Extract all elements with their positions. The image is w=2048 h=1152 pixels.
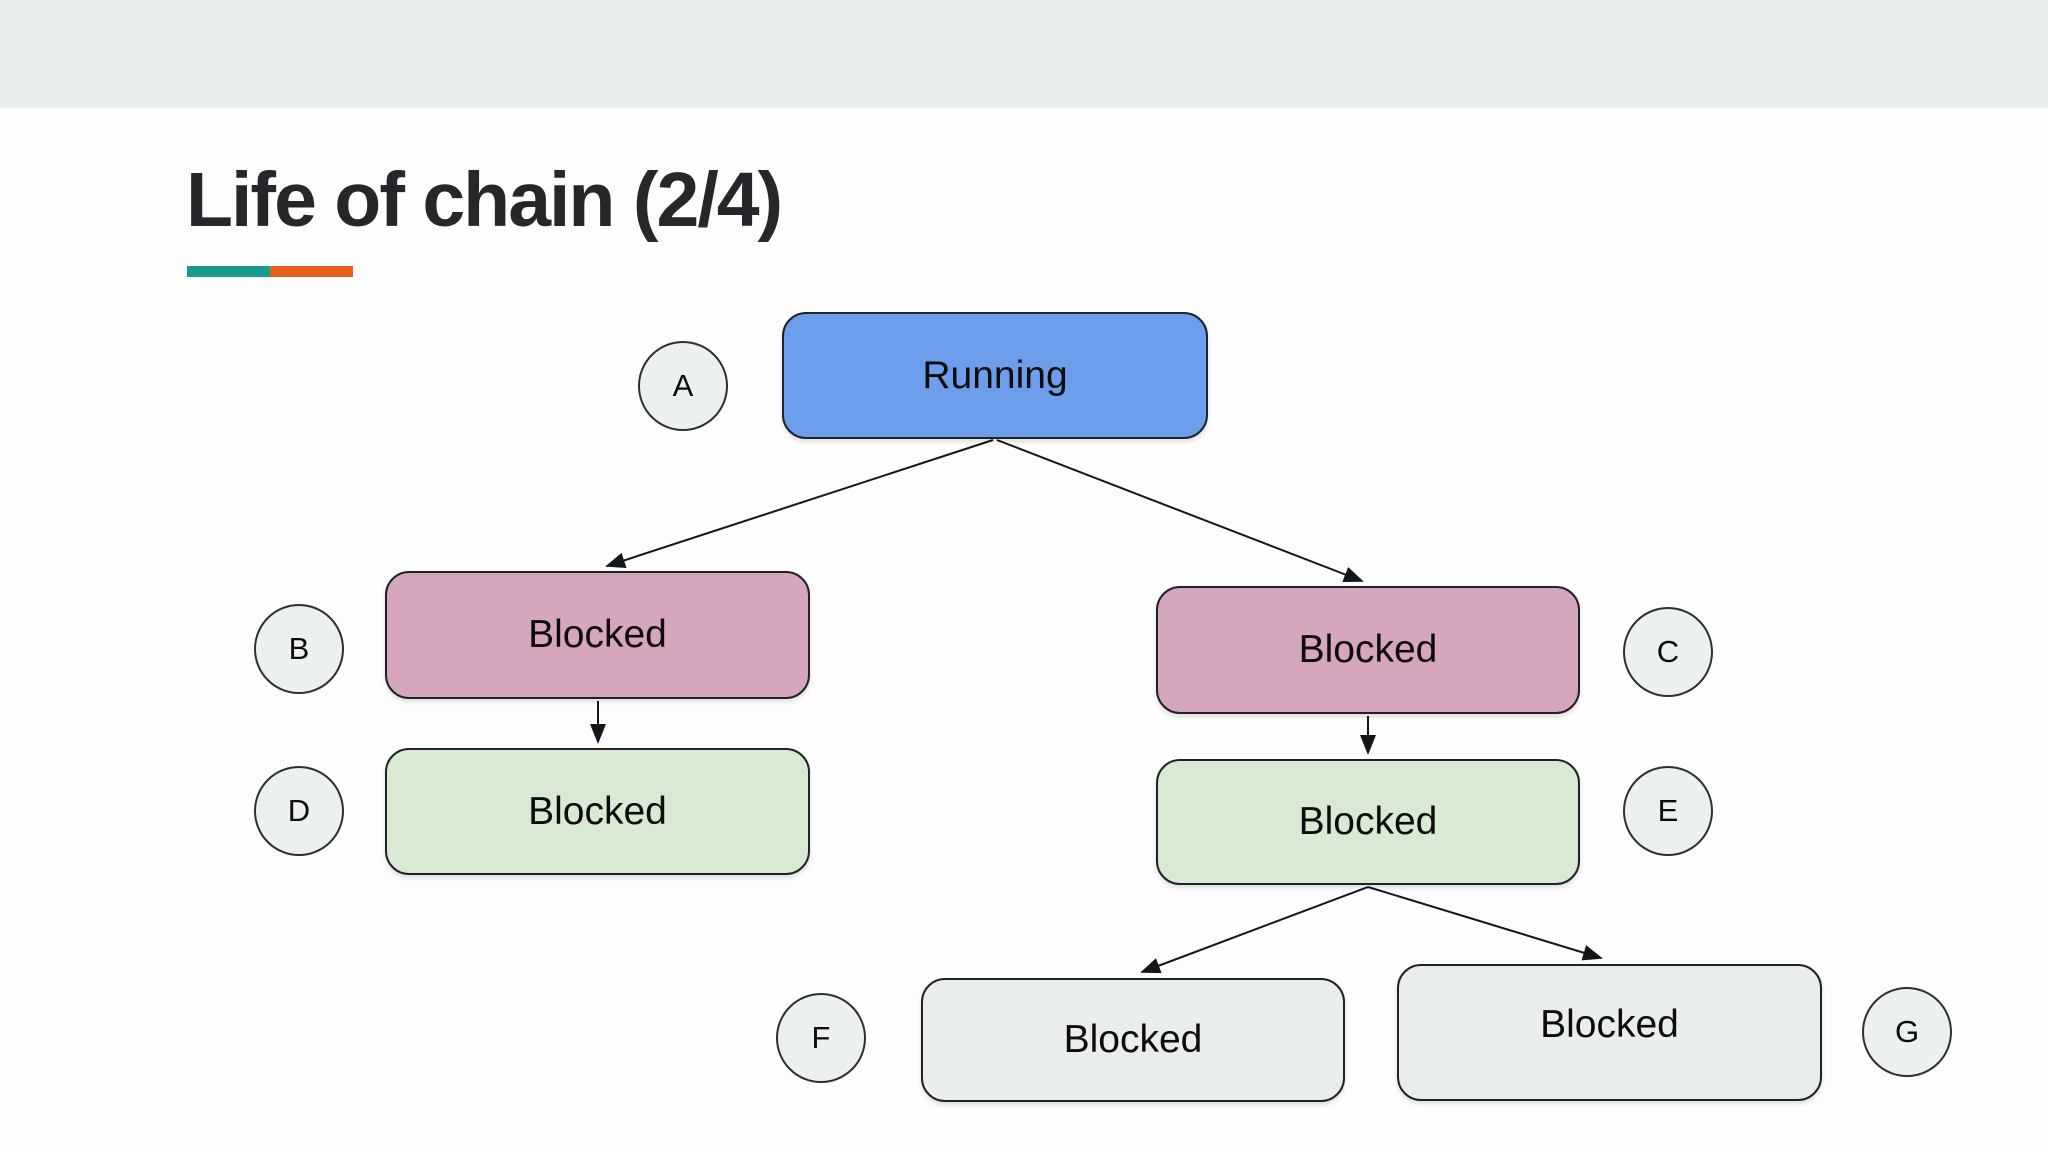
badge-label: A [672,368,694,403]
edge-e-g [1367,886,1603,961]
node-label: Blocked [1063,1018,1203,1061]
node-label: Blocked [1298,800,1438,843]
badge-g: G [1862,987,1952,1077]
badge-e: E [1623,766,1713,856]
node-blocked-g: Blocked [1397,964,1822,1101]
node-running-a: Running [782,312,1208,439]
badge-f: F [776,993,866,1083]
edge-a-c [996,439,1364,582]
node-label: Running [922,353,1068,397]
badge-label: B [288,631,310,666]
badge-label: F [811,1020,831,1055]
node-blocked-e: Blocked [1156,759,1580,885]
node-label: Blocked [1540,1002,1679,1046]
node-blocked-f: Blocked [921,978,1345,1102]
badge-label: E [1657,793,1679,828]
badge-a: A [638,341,728,431]
badge-label: D [287,793,311,828]
title-accent-bar [187,266,353,277]
node-blocked-d: Blocked [385,748,810,875]
accent-bar-teal [187,266,270,277]
badge-label: C [1656,634,1680,669]
badge-b: B [254,604,344,694]
node-label: Blocked [1298,628,1438,671]
node-blocked-b: Blocked [385,571,810,699]
badge-label: G [1894,1014,1920,1049]
badge-c: C [1623,607,1713,697]
edge-a-b [605,439,994,569]
accent-bar-orange [270,266,353,277]
slide-title: Life of chain (2/4) [186,157,783,243]
node-label: Blocked [528,789,667,833]
header-band [0,0,2048,108]
edge-e-f [1140,886,1369,974]
badge-d: D [254,766,344,856]
node-label: Blocked [528,613,667,656]
node-blocked-c: Blocked [1156,586,1580,714]
